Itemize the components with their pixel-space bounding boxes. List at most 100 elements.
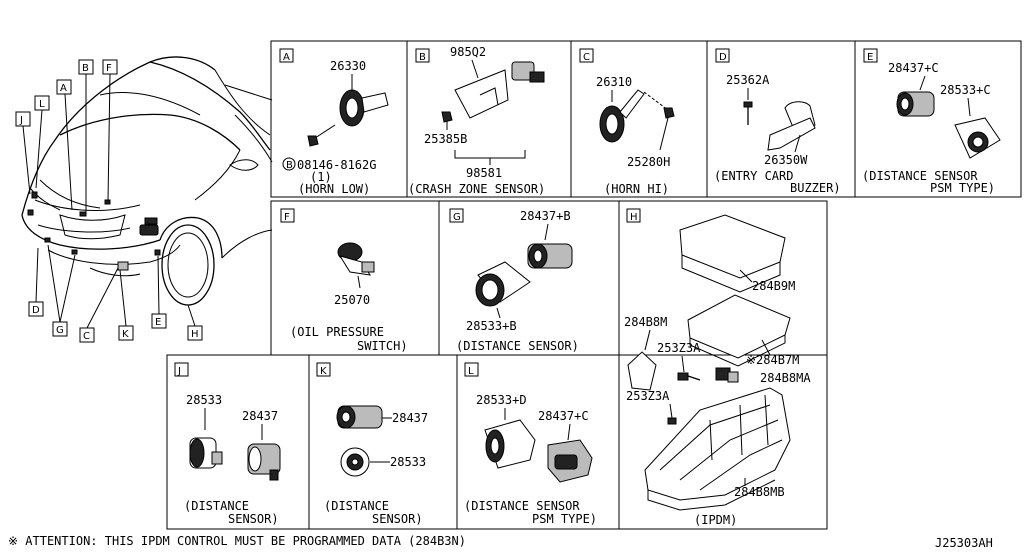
svg-text:H: H [630,212,638,223]
distance-sensor-icon-e1 [896,91,935,117]
svg-text:D: D [719,52,727,63]
car-callout-L[interactable]: L [34,95,50,111]
part-98581: 98581 [466,166,502,180]
relay-bracket-icon [627,351,657,391]
car-callout-H[interactable]: H [187,325,203,341]
sensor-holder-icon-e2 [954,117,1001,159]
panel-b-crash-zone-sensor: B 985Q2 25385B 98581 (CRASH ZONE SENSOR) [408,45,545,196]
bolt-icon-c [663,107,675,119]
panel-k-distance-sensor: K 28437 28533 (DISTANCE SENSOR) [316,362,428,526]
panel-f-oil-pressure-switch: F 25070 (OIL PRESSURE SWITCH) [280,208,408,353]
panel-b-caption: (CRASH ZONE SENSOR) [408,182,545,196]
part-25385B: 25385B [424,132,467,146]
part-25280H: 25280H [627,155,670,169]
panel-j-caption-2: SENSOR) [228,512,279,526]
part-985Q2: 985Q2 [450,45,486,59]
part-28437C-l: 28437+C [538,409,589,423]
part-28437-k: 28437 [392,411,428,425]
svg-text:H: H [191,329,199,340]
ipdm-module-icon [687,294,791,367]
car-callout-G[interactable]: G [52,321,68,337]
part-253Z3A-1: 253Z3A [657,341,701,355]
bolt-icon [307,124,336,147]
panel-e-caption-2: PSM TYPE) [930,181,995,195]
panel-l-caption-2: PSM TYPE) [532,512,597,526]
part-284B8M: 284B8M [624,315,667,329]
horn-hi-icon [599,89,645,143]
part-28533: 28533 [186,393,222,407]
car-callout-K[interactable]: K [118,325,134,341]
svg-text:(1): (1) [310,170,332,184]
svg-text:D: D [32,305,40,316]
car-callout-C[interactable]: C [79,327,95,343]
part-26350W: 26350W [764,153,808,167]
sensor-holder-icon-l1 [484,419,536,469]
part-284B8MB: 284B8MB [734,485,785,499]
ipdm-base-icon [644,387,791,511]
panel-k-caption-2: SENSOR) [372,512,423,526]
panel-a-caption: (HORN LOW) [298,182,370,196]
panel-d-entry-card-buzzer: D 25362A 26350W (ENTRY CARD BUZZER) [714,48,841,195]
svg-text:B: B [286,160,293,171]
svg-text:A: A [283,52,290,63]
distance-sensor-icon-j2 [247,443,281,481]
svg-text:C: C [83,331,90,342]
svg-text:L: L [468,366,474,377]
svg-text:J: J [19,115,23,126]
attention-note: ※ ATTENTION: THIS IPDM CONTROL MUST BE P… [8,534,466,548]
svg-text:B: B [82,63,89,74]
panel-l-caption-1: (DISTANCE SENSOR [464,499,580,513]
nut-icon [441,111,453,123]
svg-text:F: F [284,212,290,223]
panel-j-distance-sensor: J 28533 28437 (DISTANCE SENSOR) [174,362,281,526]
panel-h-caption: (IPDM) [694,513,737,527]
panel-k-caption-1: (DISTANCE [324,499,389,513]
svg-text:G: G [56,325,64,336]
svg-text:E: E [867,52,873,63]
part-25362A: 25362A [726,73,770,87]
sensor-holder-icon-k2 [340,447,370,477]
part-253Z3A-2: 253Z3A [626,389,670,403]
svg-text:K: K [320,366,327,377]
screw-icon [743,101,753,125]
bracket-icon [454,69,509,119]
part-28437B: 28437+B [520,209,571,223]
distance-sensor-icon-l2 [547,439,593,483]
car-callout-F[interactable]: F [102,59,118,75]
sensor-holder-icon-j1 [189,437,223,469]
part-08146-8162G: 08146-8162G [297,158,376,172]
car-callout-B[interactable]: B [78,59,94,75]
panel-f-caption-1: (OIL PRESSURE [290,325,384,339]
svg-text:F: F [106,63,112,74]
part-28533D: 28533+D [476,393,527,407]
part-28533B: 28533+B [466,319,517,333]
panel-e-caption-1: (DISTANCE SENSOR [862,169,978,183]
distance-sensor-icon-k1 [336,405,383,429]
part-28437C: 28437+C [888,61,939,75]
horn-low-icon [339,89,389,127]
panel-d-caption-2: BUZZER) [790,181,841,195]
part-284B8MA: 284B8MA [760,371,811,385]
sensor-holder-icon-g2 [475,261,531,307]
part-26330: 26330 [330,59,366,73]
part-284B9M: 284B9M [752,279,795,293]
panel-a-letter-box [279,48,294,63]
car-callout-J[interactable]: J [15,111,31,127]
svg-text:G: G [453,212,461,223]
panel-f-caption-2: SWITCH) [357,339,408,353]
car-callout-E[interactable]: E [151,313,167,329]
panel-a-horn-low: A 26330 B 08146-8162G (1) (HORN LOW) [279,48,389,196]
panel-g-caption: (DISTANCE SENSOR) [456,339,579,353]
svg-text:A: A [60,83,67,94]
part-28533-k: 28533 [390,455,426,469]
part-284B7M: ※284B7M [746,353,799,367]
ipdm-cover-icon [679,214,786,293]
svg-text:C: C [583,52,590,63]
car-callout-D[interactable]: D [28,301,44,317]
car-callout-A[interactable]: A [56,79,72,95]
svg-text:B: B [419,52,426,63]
diagram-code: J25303AH [935,536,993,550]
panel-c-horn-hi: C 26310 25280H (HORN HI) [579,48,675,196]
panel-c-caption: (HORN HI) [604,182,669,196]
